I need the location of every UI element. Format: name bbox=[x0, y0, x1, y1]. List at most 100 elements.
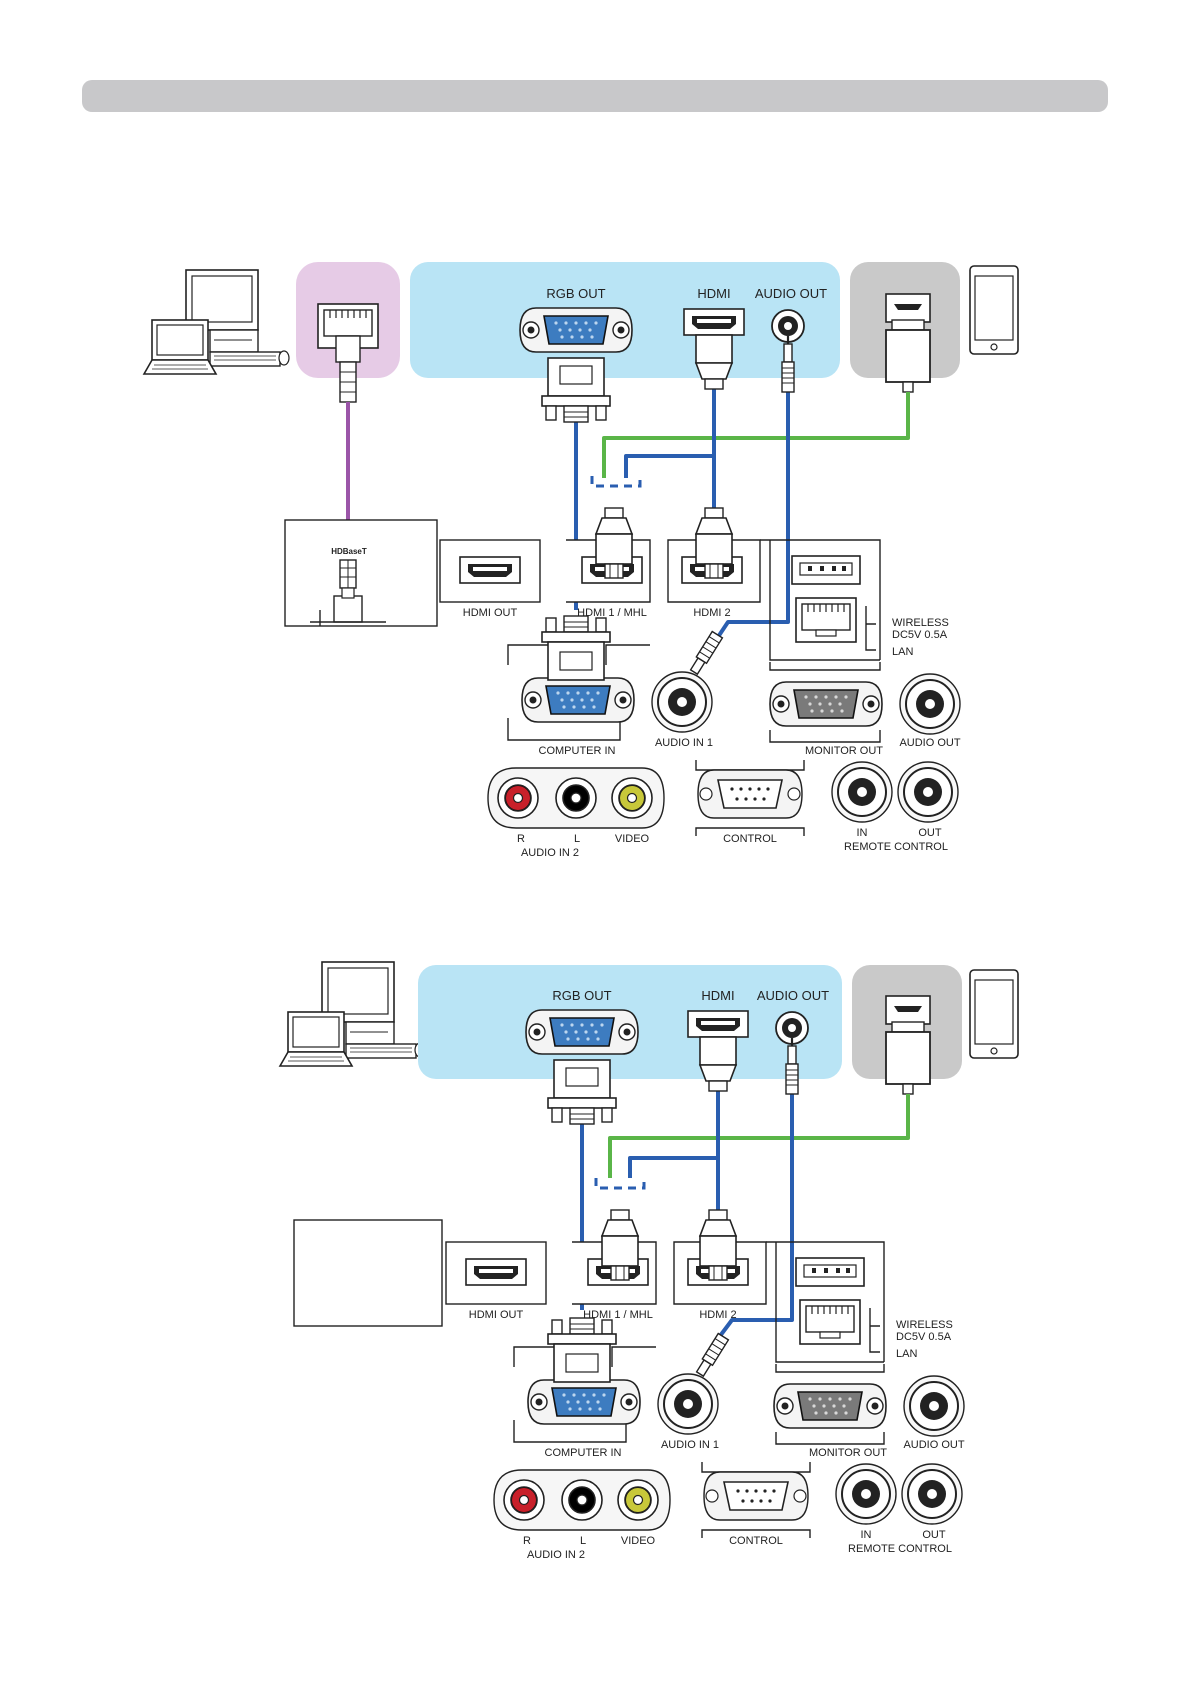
control-port-icon-2 bbox=[703, 1471, 809, 1521]
hdmi1-cable-2 bbox=[628, 1156, 718, 1178]
computer-icon bbox=[143, 269, 290, 375]
rgb-out-label: RGB OUT bbox=[546, 286, 605, 301]
remote-control-label: REMOTE CONTROL bbox=[844, 841, 948, 853]
projector-panel-2: HDMI OUT HDMI 1 / MHL HDMI 2 WIRELESS DC… bbox=[445, 1241, 965, 1561]
hdmi1-cable bbox=[624, 454, 714, 478]
audio-r-label: R bbox=[517, 833, 525, 845]
audio-in1-cable-plug-icon bbox=[689, 630, 724, 676]
source-audio-out-label: AUDIO OUT bbox=[755, 286, 827, 301]
diagram-standard: RGB OUT HDMI AUDIO OUT HDMI OUT bbox=[279, 961, 1019, 1561]
control-label: CONTROL bbox=[723, 833, 777, 845]
monitor-out-label: MONITOR OUT bbox=[805, 745, 883, 757]
video-label-2: VIDEO bbox=[621, 1535, 656, 1547]
wireless-label-2: WIRELESS bbox=[896, 1319, 953, 1331]
projector-audio-out-label-2: AUDIO OUT bbox=[903, 1439, 964, 1451]
audio-in2-label-2: AUDIO IN 2 bbox=[527, 1549, 585, 1561]
rgb-out-label-2: RGB OUT bbox=[552, 988, 611, 1003]
remote-in-jack-icon-2 bbox=[835, 1463, 897, 1525]
mhl-connector-icon bbox=[885, 293, 931, 393]
audio-in1-jack-icon-2 bbox=[657, 1373, 719, 1435]
rgb-cable-plug-icon-2 bbox=[547, 1059, 617, 1125]
projector-audio-out-label: AUDIO OUT bbox=[899, 737, 960, 749]
hdmi-cable-plug-icon-2 bbox=[699, 1036, 737, 1092]
remote-out-label: OUT bbox=[918, 827, 942, 839]
hdbaset-plug-icon bbox=[310, 559, 386, 626]
hdmi1-mhl-label: HDMI 1 / MHL bbox=[577, 607, 647, 619]
computer-in-label: COMPUTER IN bbox=[539, 745, 616, 757]
remote-out-jack-icon bbox=[897, 761, 959, 823]
section-header-bar bbox=[82, 80, 1108, 112]
lan-rj45-port-icon bbox=[795, 597, 857, 643]
external-display-box bbox=[293, 1219, 443, 1327]
hdmi2-label: HDMI 2 bbox=[693, 607, 730, 619]
audio-cable-plug-icon-2 bbox=[784, 1036, 800, 1096]
audio-cable-plug-icon bbox=[780, 334, 796, 394]
rgb-out-port-icon bbox=[519, 307, 633, 353]
audio-in1-cable-plug-icon-2 bbox=[695, 1332, 730, 1378]
mhl-connector-icon-2 bbox=[885, 995, 931, 1095]
audio-cable bbox=[714, 372, 790, 642]
source-hdmi-port-icon bbox=[683, 308, 745, 336]
lan-rj45-port-icon-2 bbox=[799, 1299, 861, 1345]
monitor-out-port-icon bbox=[769, 681, 883, 727]
hdmi1-mhl-label-2: HDMI 1 / MHL bbox=[583, 1309, 653, 1321]
hdbaset-label: HDBaseT bbox=[331, 547, 367, 556]
rgb-cable-plug-icon bbox=[541, 357, 611, 423]
lan-plug-icon bbox=[335, 335, 361, 403]
audio-l-label-2: L bbox=[580, 1535, 586, 1547]
audio-in1-label-2: AUDIO IN 1 bbox=[661, 1439, 719, 1451]
monitor-out-label-2: MONITOR OUT bbox=[809, 1447, 887, 1459]
hdmi2-label-2: HDMI 2 bbox=[699, 1309, 736, 1321]
wireless-usb-port-icon-2 bbox=[795, 1257, 865, 1287]
computer-in-cable-plug-icon bbox=[541, 615, 611, 681]
mhl-cable bbox=[602, 392, 910, 478]
wireless-power-label: DC5V 0.5A bbox=[892, 629, 948, 641]
hdmi-out-label: HDMI OUT bbox=[463, 607, 518, 619]
mhl-cable-2 bbox=[608, 1094, 910, 1178]
audio-in1-label: AUDIO IN 1 bbox=[655, 737, 713, 749]
computer-in-cable-plug-icon-2 bbox=[547, 1317, 617, 1383]
projector-audio-out-jack-icon bbox=[899, 673, 961, 735]
audio-in2-l-jack-icon bbox=[555, 777, 597, 819]
source-hdmi-label: HDMI bbox=[697, 286, 730, 301]
diagram-hdbaset: RGB OUT HDMI AUDIO OUT HDBaseT bbox=[143, 262, 1019, 859]
remote-control-label-2: REMOTE CONTROL bbox=[848, 1543, 952, 1555]
audio-in2-l-jack-icon-2 bbox=[561, 1479, 603, 1521]
audio-in1-jack-icon bbox=[651, 671, 713, 733]
audio-l-label: L bbox=[574, 833, 580, 845]
hdmi-cable-plug-icon bbox=[695, 334, 733, 390]
smartphone-icon-2 bbox=[969, 969, 1019, 1059]
remote-in-label: IN bbox=[857, 827, 868, 839]
smartphone-icon bbox=[969, 265, 1019, 355]
selectable-cable-marker bbox=[590, 476, 642, 488]
projector-audio-out-jack-icon-2 bbox=[903, 1375, 965, 1437]
hdmi-out-label-2: HDMI OUT bbox=[469, 1309, 524, 1321]
lan-label-2: LAN bbox=[896, 1348, 917, 1360]
remote-in-jack-icon bbox=[831, 761, 893, 823]
audio-cable-2 bbox=[718, 1074, 794, 1338]
hdmi-out-port-icon-2 bbox=[465, 1258, 527, 1286]
wireless-usb-port-icon bbox=[791, 555, 861, 585]
lan-label: LAN bbox=[892, 646, 913, 658]
source-audio-out-label-2: AUDIO OUT bbox=[757, 988, 829, 1003]
wireless-power-label-2: DC5V 0.5A bbox=[896, 1331, 952, 1343]
audio-r-label-2: R bbox=[523, 1535, 531, 1547]
remote-out-label-2: OUT bbox=[922, 1529, 946, 1541]
control-label-2: CONTROL bbox=[729, 1535, 783, 1547]
computer-icon-2 bbox=[279, 961, 426, 1067]
source-hdmi-port-icon-2 bbox=[687, 1010, 749, 1038]
remote-in-label-2: IN bbox=[861, 1529, 872, 1541]
hdmi-out-port-icon bbox=[459, 556, 521, 584]
computer-in-label-2: COMPUTER IN bbox=[545, 1447, 622, 1459]
computer-in-port-icon-2 bbox=[527, 1379, 641, 1425]
projector-panel: HDMI OUT HDMI 1 / MHL HDMI 2 WIRELESS DC… bbox=[439, 539, 961, 859]
source-hdmi-label-2: HDMI bbox=[701, 988, 734, 1003]
video-label: VIDEO bbox=[615, 833, 650, 845]
control-port-icon bbox=[697, 769, 803, 819]
rgb-out-port-icon-2 bbox=[525, 1009, 639, 1055]
remote-out-jack-icon-2 bbox=[901, 1463, 963, 1525]
audio-in2-label: AUDIO IN 2 bbox=[521, 847, 579, 859]
monitor-out-port-icon-2 bbox=[773, 1383, 887, 1429]
selectable-cable-marker-2 bbox=[594, 1178, 646, 1190]
